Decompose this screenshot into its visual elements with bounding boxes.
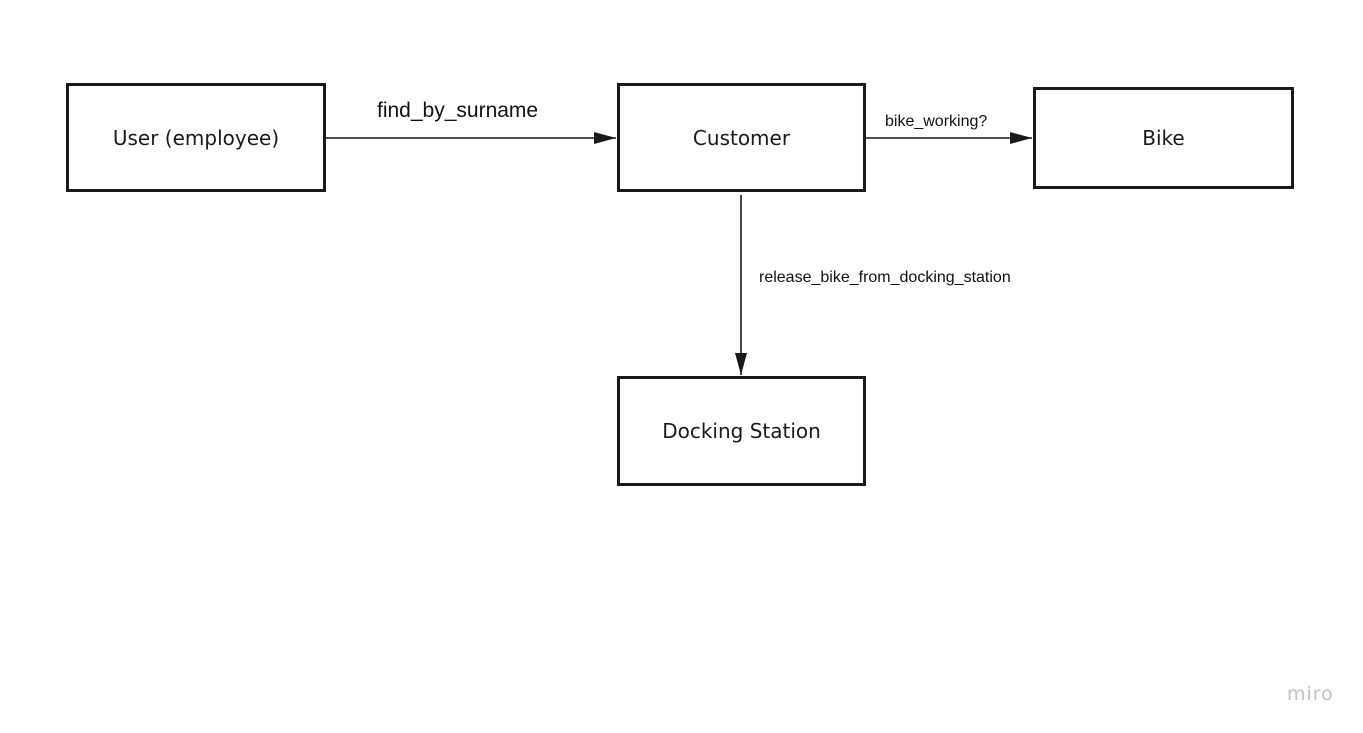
edge-label-release-bike: release_bike_from_docking_station bbox=[759, 269, 1011, 286]
miro-watermark: miro bbox=[1287, 683, 1334, 705]
node-bike[interactable]: Bike bbox=[1033, 87, 1294, 189]
node-customer-label: Customer bbox=[692, 125, 791, 150]
node-customer[interactable]: Customer bbox=[617, 83, 866, 192]
node-docking-station[interactable]: Docking Station bbox=[617, 376, 866, 486]
node-user-employee[interactable]: User (employee) bbox=[66, 83, 326, 192]
node-user-label: User (employee) bbox=[112, 125, 280, 150]
edge-label-bike-working: bike_working? bbox=[885, 113, 988, 130]
node-bike-label: Bike bbox=[1142, 126, 1185, 150]
node-docking-station-label: Docking Station bbox=[662, 419, 821, 443]
edge-label-find-by-surname: find_by_surname bbox=[377, 99, 539, 122]
